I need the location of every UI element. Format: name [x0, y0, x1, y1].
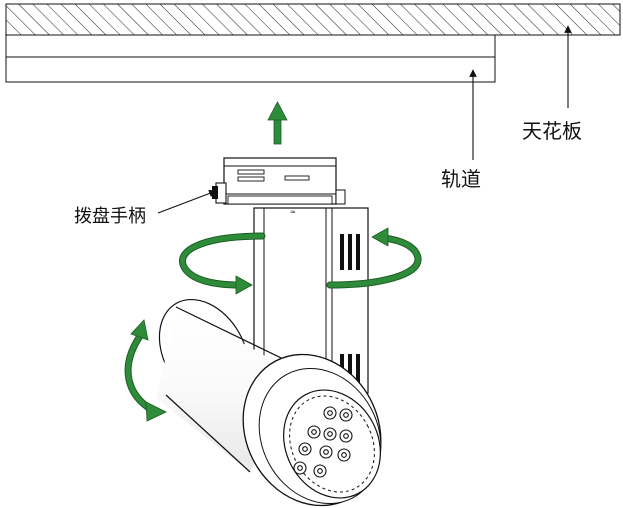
ceiling-label: 天花板	[522, 119, 582, 143]
lift-up-arrow	[267, 101, 288, 145]
dial-handle	[212, 182, 227, 204]
tilt-rotation-arrow	[124, 319, 167, 422]
rail-label: 轨道	[441, 167, 481, 191]
track-adapter	[223, 157, 346, 205]
rail	[5, 34, 496, 83]
leader-lines	[157, 25, 572, 214]
led-array	[293, 406, 353, 478]
svg-text:≈: ≈	[290, 208, 296, 216]
dial-handle-label: 拨盘手柄	[74, 206, 146, 227]
ceiling	[5, 3, 621, 36]
lamp-body	[156, 298, 382, 507]
horizontal-rotation-arrow	[179, 227, 422, 295]
